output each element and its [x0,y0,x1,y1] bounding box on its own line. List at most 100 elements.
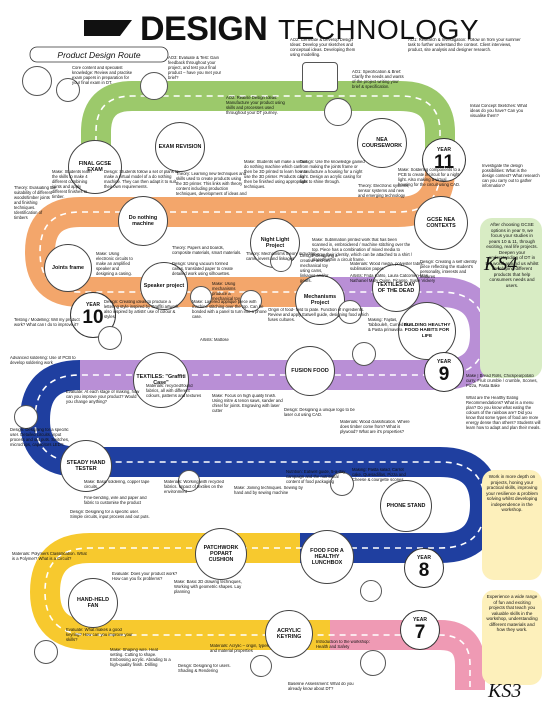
stop-lunchbox: FOOD FOR A HEALTHY LUNCHBOX [300,530,354,584]
note-theory-electronic: Theory: Electronic systems, sensor syste… [358,184,410,198]
title-design: DESIGN [140,10,268,48]
cushion-icon [178,470,200,492]
year-8-label: YEAR [417,555,431,561]
circuit-icon [14,405,38,429]
laptop-icon [140,72,168,100]
target-icon [324,98,352,126]
title-technology: TECHNOLOGY [278,14,480,45]
note-origin-food: Origin of food- field to plate. Function… [268,308,369,322]
note-design-user: Design: Designing for a specific user. D… [10,428,70,447]
year-10-label: YEAR [86,302,100,308]
note-theory-papers: Theory: Papers and boards, composite mat… [172,246,242,255]
lunchbox-icon [360,580,382,602]
ks4-intro: After choosing GCSE options in year 9, w… [485,222,539,288]
stop-joints: Joints frame [44,244,92,292]
note-design-vacuum: Design: Using vacuum formed cases, trans… [172,262,233,276]
ks3-label: KS3 [488,680,522,702]
note-investigate: Investigate the design possibilities: Wh… [482,164,540,188]
lightbulb-icon [270,250,292,272]
note-make-joining: Make: Joining techniques. Sewing by hand… [234,486,303,495]
fan-icon [34,640,58,664]
note-materials-wood: Materials: Wood classification. Where do… [340,420,410,434]
stop-healthy: BUILDING HEALTHY FOOD HABITS FOR LIFE [398,302,456,360]
route-banner-label: Product Design Route [57,50,141,60]
note-theory-mechanisms: Theory: Mechanisms theory including cams… [246,252,316,261]
exam-revision-icon [56,78,80,102]
ks3-intro-upper: Work in more depth on projects, honing y… [486,474,538,512]
year-8-badge: YEAR 8 [404,548,444,588]
note-ao1-spec: AO1: Specification & Brief: Clarify the … [352,70,404,89]
note-materials-acrylic: Materials: Acrylic – origin, types and m… [210,644,269,653]
year-7-badge: YEAR 7 [400,610,440,650]
note-artists-mattose: Artists: Mattose [200,338,229,342]
note-materials-polymers: Materials: Polymers Classification. What… [12,552,87,561]
stop-hand-held: HAND-HELD FAN [68,578,118,628]
note-ao2-realise: AO2: Realise Design Ideas: Manufacture y… [226,96,285,115]
note-design-logo: Design: Designing a unique logo to be la… [284,408,355,417]
year-9-number: 9 [438,364,450,385]
note-make-night-light: Make: Soldering components to a PCB to c… [398,168,461,187]
note-making-pasta: Making: Pasta salad, Carrot cake, Quesad… [352,468,406,482]
note-make-joints: Make: Students learn the skills to make … [52,170,92,199]
stop-acrylic: ACRYLIC KEYRING [265,610,313,658]
note-testing-modelling: Testing / Modelling: Will my product wor… [14,318,80,327]
stop-final-exam: FINAL GCSE EXAM [68,140,122,194]
year-7-label: YEAR [413,617,427,623]
note-making-fajitas: Making: Fajitas, Tabbouleh, Curried rice… [368,318,412,332]
note-ao1-research: AO1: Research & Investigation: Follow on… [408,38,521,52]
phone-icon [330,472,354,496]
note-design-night-light: Design: Use the knowledge gained from ma… [300,160,365,184]
note-materials-wood-media: Materials: Wood media, polyester fabric,… [350,262,425,271]
stop-textiles-graffiti: TEXTILES: "Graffiti Case" [133,352,189,408]
note-materials-recycled: Materials: recycled/found fabrics, all w… [146,384,202,398]
note-theory-woods: Theory: Evaluating the suitability of di… [14,186,56,220]
stop-mechanisms: Mechanisms Project [295,275,345,325]
note-make-applique: Make: Layered appliqué piece with machin… [192,300,267,319]
speaker-icon [190,286,212,308]
year-11-badge: YEAR 11 [422,138,466,182]
note-design-graffiti: Design: Creating ideas to produce a lett… [104,300,180,319]
note-evaluate-stage: Evaluate: At each stage of making, how c… [66,390,140,404]
stop-do-nothing: Do nothing machine [118,196,168,246]
year-11-label: YEAR [437,147,451,153]
note-healthy-eating: What are the Healthy Eating Recommendati… [466,396,541,430]
year-10-badge: YEAR 10 [70,292,116,338]
note-fine-bending: Fine-bending, wire and paper and fabric … [84,496,147,505]
note-design-do-nothing: Design: Students follow a set of plans t… [104,170,179,189]
stop-fusion: FUSION FOOD [285,346,335,396]
note-design-simple: Design: Designing for a specific user. S… [70,510,150,519]
note-initial-concept: Initial Concept Sketches: What ideas do … [470,104,528,118]
graffiti-icon [98,326,122,350]
note-evaluate-fix: Evaluate: Does your product work? How ca… [112,572,178,581]
note-materials-textiles: Materials: Working with recycled fabrics… [164,480,224,494]
note-intro-workshop: Introduction to the workshop: Health and… [316,640,370,649]
note-make-bread: Make | Bread Rolls, Chickpea/potato curr… [466,374,538,388]
note-make-do-nothing: Make: Students will make a virtual do no… [244,160,308,189]
note-advanced-soldering: Advanced soldering: Use of PCB to develo… [10,356,76,365]
year-9-label: YEAR [437,359,451,365]
stop-phone-stand: PHONE STAND [380,480,432,532]
stop-day-dead: TEXTILES DAY OF THE DEAD [372,264,420,312]
note-make-2d: Make: Basic 2D drawing techniques, Worki… [174,580,242,594]
ks3-intro-lower: Experience a wide range of fun and excit… [486,594,538,632]
note-make-sublimation: Make: Sublimation printed work that has … [312,238,412,262]
year-7-number: 7 [414,622,426,643]
note-design-users: Design: Designing for users. Shading & R… [178,664,231,673]
note-ao2-generate: AO2: Generate & Develop Design Ideas: De… [290,38,356,57]
note-design-identity: Design: Creating a self identity piece r… [420,260,477,279]
year-11-number: 11 [433,152,455,173]
stop-nea: NEA COURSEWORK [357,118,407,168]
ks4-label: KS4 [484,253,518,275]
note-make-speaker: Make: Using electronic circuits to make … [96,252,133,276]
stop-patchwork: PATCHWORK POPART CUSHION [195,528,247,580]
note-make-soldering: Make: Basic soldering, copper tape circu… [84,480,150,489]
note-evaluate-keyring: Evaluate: What makes a good keyring? How… [66,628,133,642]
note-design-toy: Design: Designing a creative and fun mec… [300,254,338,283]
note-make-mitre: Make: Focus on high quality finish. Usin… [212,394,283,413]
stop-speaker: Speaker project [140,262,188,310]
note-nutrition: Nutrition: Eatwell guide, 5-a-day campai… [286,470,346,484]
note-artists-frida: Artists: Frida Kahlo, Laura Catcomen-Man… [350,274,436,283]
keyring-icon [250,655,272,677]
stop-exam-revision: EXAM REVISION [155,122,205,172]
note-core-content: Core content and specialist knowledge: R… [72,66,133,85]
